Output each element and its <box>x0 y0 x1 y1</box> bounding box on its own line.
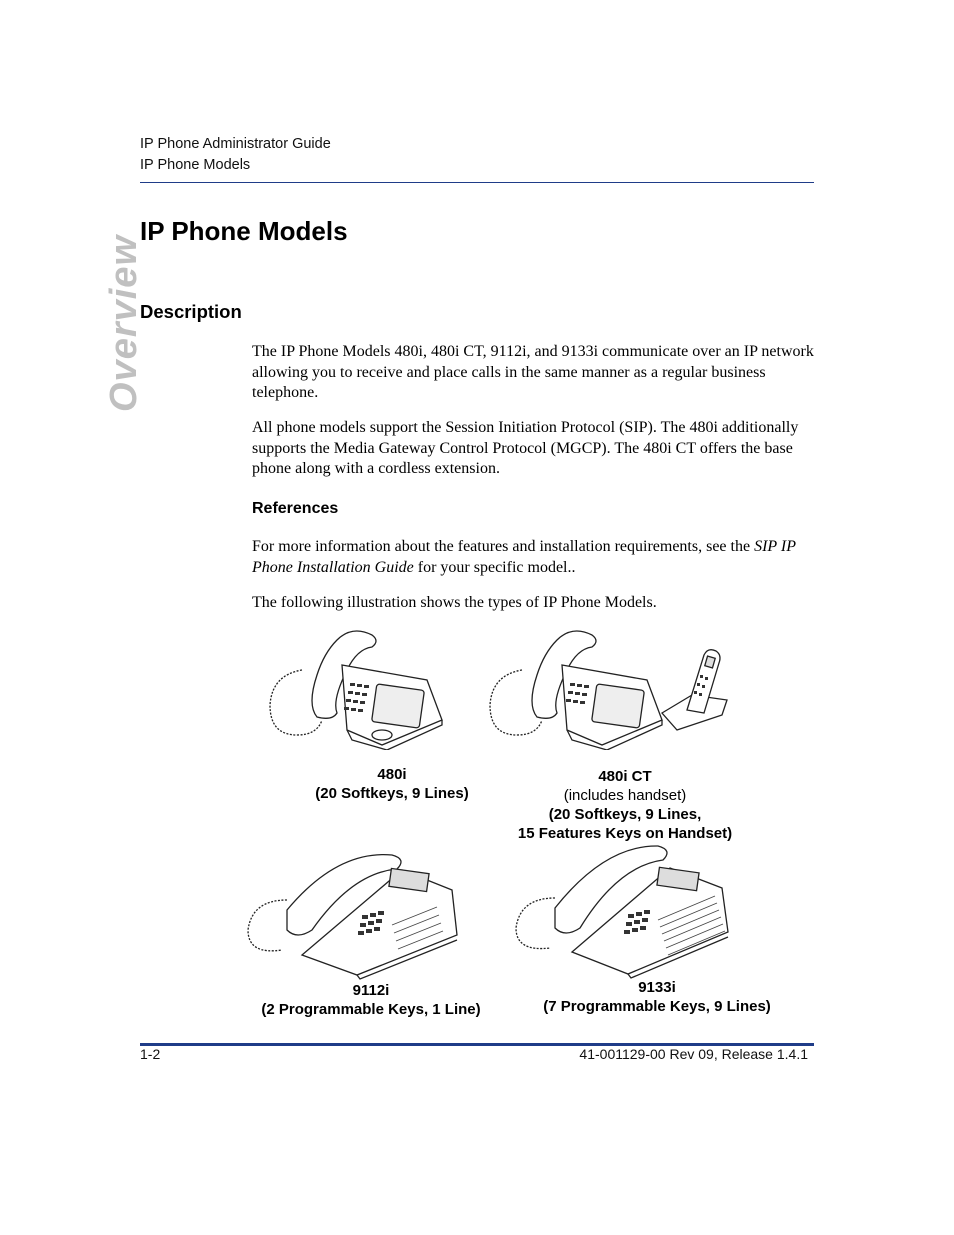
caption-9112i-model: 9112i <box>352 982 390 999</box>
caption-480i-ct-model: 480i CT <box>598 768 652 785</box>
running-header-guide: IP Phone Administrator Guide <box>140 136 331 152</box>
running-header-section: IP Phone Models <box>140 157 251 173</box>
illustration-intro: The following illustration shows the typ… <box>252 594 657 611</box>
description-paragraph-1: The IP Phone Models 480i, 480i CT, 9112i… <box>252 343 814 401</box>
caption-9133i-desc: (7 Programmable Keys, 9 Lines) <box>543 998 771 1015</box>
section-heading: Description <box>140 301 242 322</box>
description-paragraph-2: All phone models support the Session Ini… <box>252 419 799 477</box>
phone-9133i-illustration <box>515 845 729 979</box>
caption-480i-ct-desc-2: 15 Features Keys on Handset) <box>517 825 733 842</box>
caption-480i: 480i (20 Softkeys, 9 Lines) <box>290 765 494 803</box>
guide-title: SIP IP Phone Installation Guide <box>252 538 796 576</box>
phone-9112i-illustration <box>247 853 458 980</box>
caption-9112i-desc: (2 Programmable Keys, 1 Line) <box>261 1001 481 1018</box>
caption-480i-model: 480i <box>377 766 407 783</box>
document-id: 41-001129-00 Rev 09, Release 1.4.1 <box>579 1046 808 1062</box>
phone-480i-ct-illustration <box>489 630 728 750</box>
footer-rule <box>140 1043 814 1046</box>
header-rule <box>140 182 814 183</box>
references-heading: References <box>252 500 339 517</box>
caption-480i-ct-sub: (includes handset) <box>563 787 687 804</box>
caption-480i-ct: 480i CT (includes handset) (20 Softkeys,… <box>480 767 770 843</box>
caption-480i-desc: (20 Softkeys, 9 Lines) <box>315 785 469 802</box>
page-title: IP Phone Models <box>140 216 348 246</box>
page-number: 1-2 <box>140 1046 161 1062</box>
caption-9133i-model: 9133i <box>638 979 676 996</box>
phone-480i-illustration <box>269 630 443 750</box>
caption-9133i: 9133i (7 Programmable Keys, 9 Lines) <box>505 978 809 1016</box>
caption-480i-ct-desc-1: (20 Softkeys, 9 Lines, <box>548 806 702 823</box>
caption-9112i: 9112i (2 Programmable Keys, 1 Line) <box>254 981 488 1019</box>
references-paragraph: For more information about the features … <box>252 538 796 576</box>
